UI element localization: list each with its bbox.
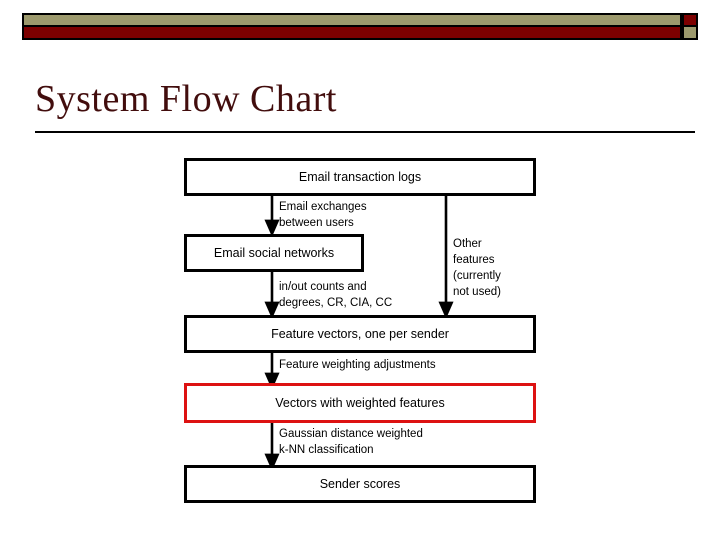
flow-node-label: Feature vectors, one per sender [271, 327, 449, 341]
edge-label-line: Email exchanges [279, 201, 367, 213]
edge-label-line: degrees, CR, CIA, CC [279, 297, 393, 309]
banner-olive-bar [22, 13, 682, 27]
edge-label-line: in/out counts and [279, 281, 367, 293]
flow-node-sender-scores[interactable]: Sender scores [184, 465, 536, 503]
banner-cap-olive-square [682, 27, 698, 40]
edge-label-other-features: Other features (currently not used) [453, 236, 501, 300]
flow-node-label: Email transaction logs [298, 170, 422, 184]
edge-label-gaussian-knn: Gaussian distance weighted k-NN classifi… [279, 426, 423, 458]
flow-node-label: Sender scores [319, 477, 401, 491]
flow-node-email-transaction-logs[interactable]: Email transaction logs [184, 158, 536, 196]
edge-label-line: between users [279, 217, 354, 229]
banner-cap-maroon-square [682, 13, 698, 27]
edge-label-email-exchanges: Email exchanges between users [279, 199, 367, 231]
page-title: System Flow Chart [35, 78, 337, 120]
edge-label-line: not used) [453, 286, 501, 298]
edge-label-line: (currently [453, 270, 501, 282]
flow-node-vectors-with-weighted-features[interactable]: Vectors with weighted features [184, 383, 536, 423]
edge-label-line: k-NN classification [279, 444, 374, 456]
slide-decoration-banner [22, 13, 698, 40]
flow-node-feature-vectors[interactable]: Feature vectors, one per sender [184, 315, 536, 353]
banner-maroon-bar [22, 27, 682, 40]
edge-label-line: Gaussian distance weighted [279, 428, 423, 440]
flow-node-label: Vectors with weighted features [275, 396, 445, 410]
edge-label-line: features [453, 254, 495, 266]
edge-label-line: Feature weighting adjustments [279, 359, 436, 371]
edge-label-feature-weighting-adjustments: Feature weighting adjustments [279, 357, 436, 373]
flow-node-label: Email social networks [213, 246, 335, 260]
edge-label-inout-counts: in/out counts and degrees, CR, CIA, CC [279, 279, 392, 311]
flow-node-email-social-networks[interactable]: Email social networks [184, 234, 364, 272]
title-underline-rule [35, 131, 695, 133]
edge-label-line: Other [453, 238, 482, 250]
